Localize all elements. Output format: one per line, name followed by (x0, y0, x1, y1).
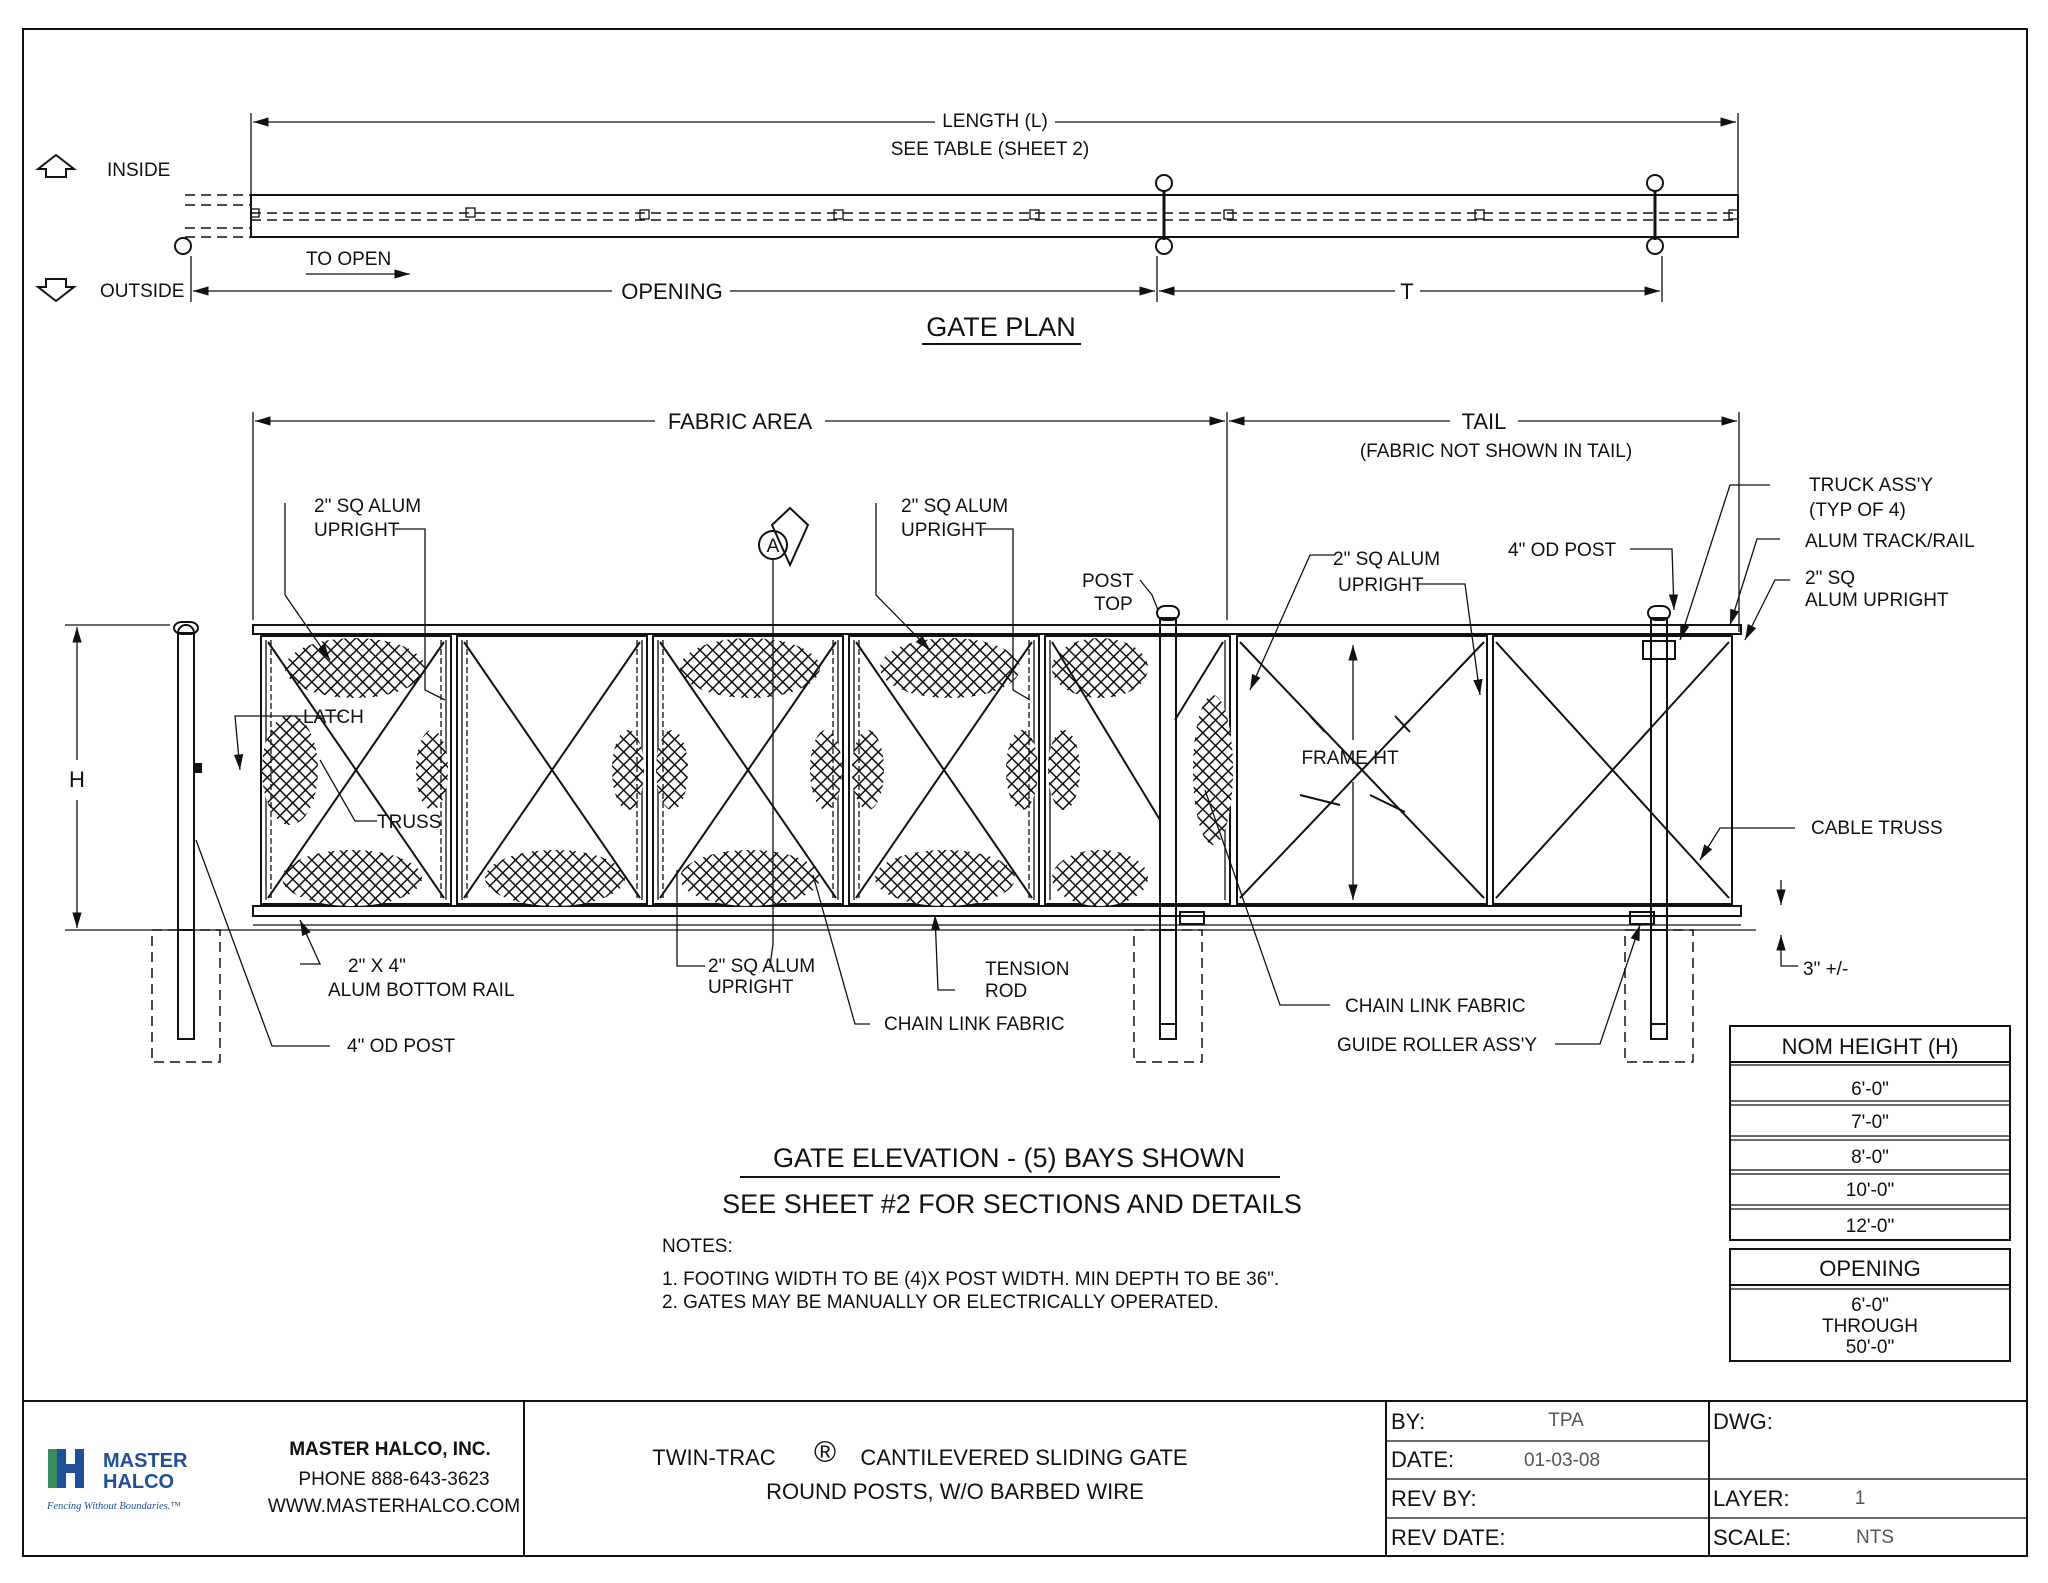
post-top-label-b: TOP (1094, 594, 1133, 615)
fabric-bays (260, 635, 1733, 906)
truck-label-b: (TYP OF 4) (1809, 500, 1906, 521)
company-phone: PHONE 888-643-3623 (298, 1469, 489, 1490)
scale-label: SCALE: (1713, 1525, 1791, 1550)
support-post-1 (1133, 605, 1205, 1063)
od-post-top-label: 4" OD POST (1508, 540, 1616, 561)
upright-1-label-b: UPRIGHT (314, 520, 400, 541)
layer-value: 1 (1855, 1488, 1866, 1509)
latch-label: LATCH (303, 707, 364, 728)
upright-5-label-a: 2" SQ ALUM (708, 956, 815, 977)
bottom-rail-label-b: ALUM BOTTOM RAIL (328, 980, 515, 1001)
scale-value: NTS (1856, 1527, 1894, 1548)
title-block: MASTER HALCO Fencing Without Boundaries.… (23, 1400, 2027, 1556)
upright-3-label-a: 2" SQ ALUM (1333, 549, 1440, 570)
chain-link-label-2: CHAIN LINK FABRIC (1345, 996, 1526, 1017)
gate-plan: INSIDE OUTSIDE LENGTH (L) SEE TABLE (SHE… (35, 111, 1739, 345)
opening-table: OPENING 6'-0" THROUGH 50'-0" (1729, 1248, 2011, 1362)
by-label: BY: (1391, 1409, 1425, 1434)
outside-arrow-icon (35, 278, 77, 303)
height-row: 8'-0" (1851, 1147, 1889, 1168)
section-marker-icon (770, 506, 810, 568)
tension-rod-label-b: ROD (985, 981, 1027, 1002)
company-name: MASTER HALCO, INC. (289, 1439, 491, 1460)
to-open-label: TO OPEN (306, 249, 391, 270)
dwg-label: DWG: (1713, 1409, 1773, 1434)
date-label: DATE: (1391, 1447, 1454, 1472)
note-1: 1. FOOTING WIDTH TO BE (4)X POST WIDTH. … (662, 1269, 1279, 1290)
height-row: 10'-0" (1846, 1180, 1894, 1201)
notes-heading: NOTES: (662, 1236, 733, 1257)
inside-label: INSIDE (107, 160, 170, 181)
cable-truss-label: CABLE TRUSS (1811, 818, 1943, 839)
t-label: T (1400, 279, 1413, 304)
upright-5-label-b: UPRIGHT (708, 977, 794, 998)
od-post-bottom-label: 4" OD POST (347, 1036, 455, 1057)
drawing-title-line-2: ROUND POSTS, W/O BARBED WIRE (766, 1479, 1144, 1504)
drawing-title-line-1a: TWIN-TRAC (652, 1445, 776, 1470)
gate-elevation: FABRIC AREA TAIL (FABRIC NOT SHOWN IN TA… (65, 409, 1975, 1219)
elevation-title: GATE ELEVATION - (5) BAYS SHOWN (773, 1143, 1245, 1173)
upright-2-label-b: UPRIGHT (901, 520, 987, 541)
logo-line-1: MASTER (103, 1450, 188, 1472)
tail-label: TAIL (1462, 409, 1507, 434)
logo-tagline: Fencing Without Boundaries.™ (46, 1501, 181, 1512)
upright-1-label-a: 2" SQ ALUM (314, 496, 421, 517)
logo-line-2: HALCO (103, 1471, 174, 1493)
height-table-header: NOM HEIGHT (H) (1782, 1034, 1959, 1059)
sheet-border (22, 28, 2028, 1557)
rev-by-label: REV BY: (1391, 1486, 1477, 1511)
bottom-rail-label-a: 2" X 4" (348, 956, 406, 977)
opening-line-3: 50'-0" (1846, 1337, 1894, 1358)
upright-3-label-b: UPRIGHT (1338, 575, 1424, 596)
fabric-area-label: FABRIC AREA (668, 409, 813, 434)
upright-2-label-a: 2" SQ ALUM (901, 496, 1008, 517)
tension-rod-label-a: TENSION (985, 959, 1069, 980)
height-row: 6'-0" (1851, 1079, 1889, 1100)
opening-table-header: OPENING (1819, 1256, 1920, 1281)
drawing-title-line-1b: CANTILEVERED SLIDING GATE (860, 1445, 1187, 1470)
notes: NOTES: 1. FOOTING WIDTH TO BE (4)X POST … (662, 1236, 1279, 1313)
h-label: H (69, 767, 85, 792)
post-top-label-a: POST (1082, 571, 1134, 592)
outside-label: OUTSIDE (100, 281, 184, 302)
height-table: NOM HEIGHT (H) 6'-0" 7'-0" 8'-0" 10'-0" … (1729, 1025, 2011, 1241)
clearance-label: 3" +/- (1803, 959, 1848, 980)
track-label: ALUM TRACK/RAIL (1805, 531, 1975, 552)
by-value: TPA (1548, 1410, 1584, 1431)
layer-label: LAYER: (1713, 1486, 1790, 1511)
inside-arrow-icon (35, 153, 77, 178)
truck-label-a: TRUCK ASS'Y (1809, 475, 1933, 496)
elevation-subtitle: SEE SHEET #2 FOR SECTIONS AND DETAILS (722, 1189, 1302, 1219)
registered-mark: ® (814, 1436, 836, 1469)
frame-ht-label: FRAME HT (1301, 748, 1399, 769)
opening-line-2: THROUGH (1822, 1316, 1918, 1337)
date-value: 01-03-08 (1524, 1450, 1600, 1471)
length-label: LENGTH (L) (942, 111, 1048, 132)
upright-4-label-b: ALUM UPRIGHT (1805, 590, 1949, 611)
tail-note: (FABRIC NOT SHOWN IN TAIL) (1360, 441, 1632, 462)
opening-label: OPENING (621, 279, 722, 304)
height-row: 12'-0" (1846, 1216, 1894, 1237)
rev-date-label: REV DATE: (1391, 1525, 1506, 1550)
upright-4-label-a: 2" SQ (1805, 568, 1855, 589)
guide-roller-label: GUIDE ROLLER ASS'Y (1337, 1035, 1537, 1056)
company-logo: MASTER HALCO Fencing Without Boundaries.… (46, 1449, 188, 1512)
latch-post (151, 621, 221, 1063)
see-table-label: SEE TABLE (SHEET 2) (891, 139, 1090, 160)
note-2: 2. GATES MAY BE MANUALLY OR ELECTRICALLY… (662, 1292, 1219, 1313)
chain-link-label-1: CHAIN LINK FABRIC (884, 1014, 1065, 1035)
height-row: 7'-0" (1851, 1112, 1889, 1133)
opening-line-1: 6'-0" (1851, 1295, 1889, 1316)
company-web: WWW.MASTERHALCO.COM (268, 1496, 520, 1517)
truss-label: TRUSS (377, 812, 441, 833)
gate-plan-title: GATE PLAN (926, 312, 1076, 342)
section-marker-label: A (767, 536, 780, 557)
support-post-2 (1624, 605, 1694, 1063)
